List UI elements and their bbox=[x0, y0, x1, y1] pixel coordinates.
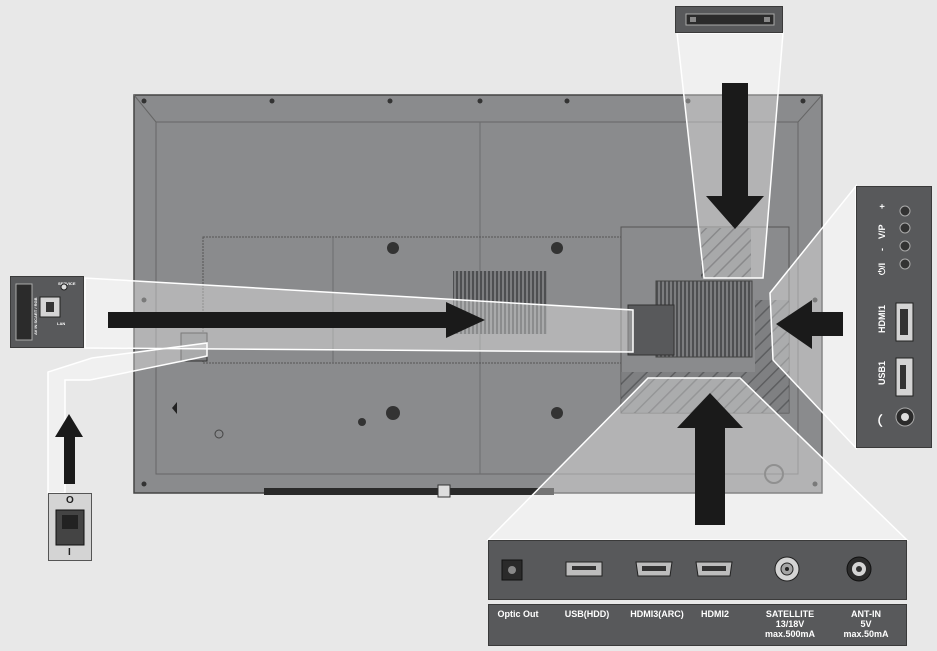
left-connector-panel: AV IN SCART / RGB LAN SERVICE bbox=[10, 276, 84, 348]
label-lan: LAN bbox=[57, 321, 66, 326]
power-off-symbol: O bbox=[66, 495, 74, 506]
bottom-connector-panel bbox=[488, 540, 907, 600]
power-switch-panel: O I bbox=[48, 493, 92, 561]
label-service: SERVICE bbox=[58, 281, 76, 286]
arrows bbox=[55, 83, 843, 525]
label-scart: AV IN SCART / RGB bbox=[33, 297, 38, 335]
label-hdmi2: HDMI2 bbox=[700, 609, 729, 619]
label-optic-out: Optic Out bbox=[497, 609, 539, 619]
label-satellite: SATELLITE 13/18V max.500mA bbox=[764, 609, 816, 639]
label-vp: V/P bbox=[877, 224, 887, 239]
label-minus: - bbox=[877, 248, 887, 251]
label-ant-in: ANT-IN 5V max.50mA bbox=[843, 609, 889, 639]
label-plus: + bbox=[877, 203, 887, 209]
label-hdmi1: HDMI1 bbox=[877, 304, 887, 333]
label-power: ⏻/I bbox=[877, 262, 887, 275]
label-hdmi3-arc: HDMI3(ARC) bbox=[630, 609, 684, 619]
side-connector-panel: + V/P - ⏻/I HDMI1 USB1 ⌒ bbox=[856, 186, 932, 448]
bottom-connector-labels: Optic Out USB(HDD) HDMI3(ARC) HDMI2 SATE… bbox=[488, 604, 907, 646]
power-on-symbol: I bbox=[68, 547, 71, 558]
label-usb1: USB1 bbox=[877, 360, 887, 385]
ci-slot-panel bbox=[675, 6, 783, 33]
label-usb-hdd: USB(HDD) bbox=[564, 609, 610, 619]
headphone-icon: ⌒ bbox=[878, 413, 893, 427]
